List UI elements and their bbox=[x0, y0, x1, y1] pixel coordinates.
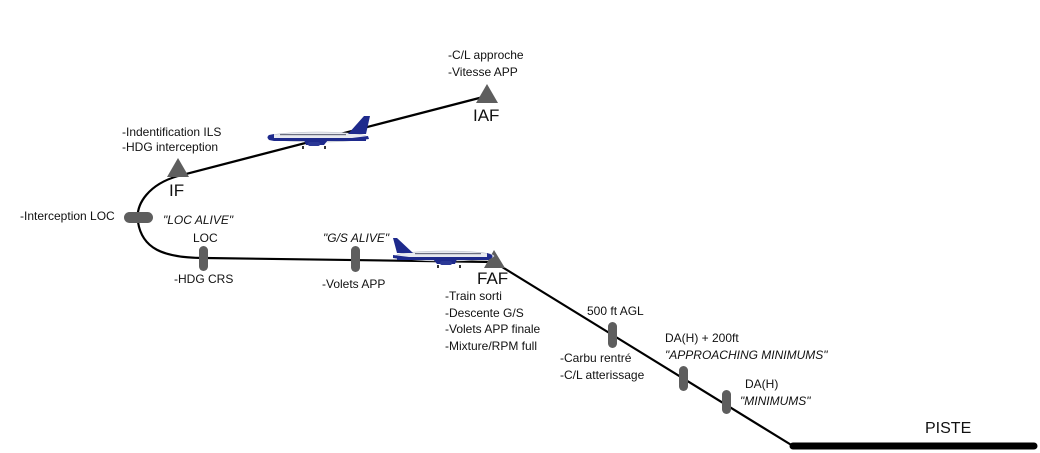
gs-alive-callout: "G/S ALIVE" bbox=[323, 231, 390, 245]
faf-triangle-icon bbox=[484, 250, 505, 268]
agl-500-marker bbox=[608, 322, 617, 348]
loc-label: LOC bbox=[193, 231, 218, 245]
iaf-note-checklist: -C/L approche bbox=[448, 48, 524, 62]
gs-alive-marker bbox=[351, 246, 360, 272]
volets-app-label: -Volets APP bbox=[322, 277, 386, 291]
iaf-label: IAF bbox=[473, 106, 500, 125]
landing-checklist-note: -C/L atterissage bbox=[560, 368, 645, 382]
runway-label: PISTE bbox=[925, 420, 972, 437]
iaf-triangle-icon bbox=[476, 84, 498, 103]
loc-interception-marker bbox=[124, 212, 153, 223]
loc-interception-label: -Interception LOC bbox=[20, 209, 115, 223]
hdg-crs-label: -HDG CRS bbox=[174, 272, 234, 286]
if-label: IF bbox=[169, 181, 185, 200]
da-200-label: DA(H) + 200ft bbox=[665, 331, 739, 345]
loc-alive-callout: "LOC ALIVE" bbox=[163, 213, 234, 227]
da-200-marker bbox=[679, 366, 688, 391]
if-note-hdg: -HDG interception bbox=[122, 140, 219, 154]
da-label: DA(H) bbox=[745, 377, 779, 391]
da-marker bbox=[722, 390, 731, 414]
minimums-callout: "MINIMUMS" bbox=[740, 394, 811, 408]
iaf-note-speed: -Vitesse APP bbox=[448, 65, 518, 79]
aircraft-icon bbox=[393, 238, 495, 268]
faf-label: FAF bbox=[477, 269, 509, 288]
carbu-note: -Carbu rentré bbox=[560, 351, 632, 365]
faf-note-mixture: -Mixture/RPM full bbox=[445, 339, 538, 353]
if-triangle-icon bbox=[167, 158, 189, 177]
faf-note-gear: -Train sorti bbox=[445, 289, 502, 303]
approach-path bbox=[136, 94, 794, 447]
approaching-minimums-callout: "APPROACHING MINIMUMS" bbox=[665, 348, 828, 362]
aircraft-icon bbox=[267, 116, 370, 149]
agl-500-label: 500 ft AGL bbox=[587, 304, 644, 318]
faf-note-descent: -Descente G/S bbox=[445, 306, 524, 320]
if-note-ils: -Indentification ILS bbox=[122, 125, 222, 139]
faf-note-flaps: -Volets APP finale bbox=[445, 322, 541, 336]
loc-marker bbox=[199, 246, 208, 271]
